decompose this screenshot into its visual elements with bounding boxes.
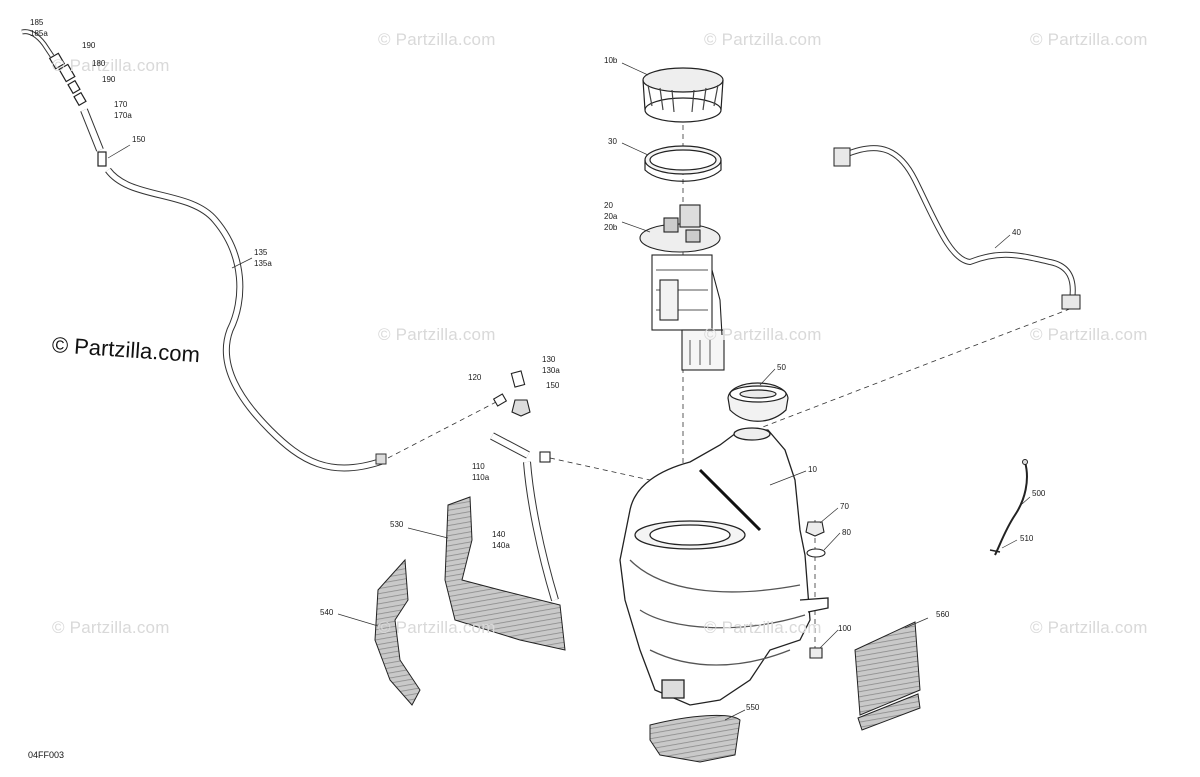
callout-150-b: 150 (546, 381, 560, 390)
heat-shield-550 (649, 714, 741, 763)
watermark-3: © Partzilla.com (704, 30, 822, 49)
callout-510: 510 (1020, 534, 1034, 543)
callout-540: 540 (320, 608, 334, 617)
callout-140: 140 (492, 530, 506, 539)
callout-530: 530 (390, 520, 404, 529)
callout-20: 20 (604, 201, 613, 210)
callout-120: 120 (468, 373, 482, 382)
callout-20b: 20b (604, 223, 618, 232)
fuel-tank (619, 427, 829, 706)
watermark-11: © Partzilla.com (1030, 618, 1148, 637)
callout-110: 110 (472, 462, 485, 471)
callout-50: 50 (777, 363, 786, 372)
callout-135a: 135a (254, 259, 272, 268)
callout-170: 170 (114, 100, 128, 109)
watermark-9: © Partzilla.com (378, 618, 496, 637)
callout-100: 100 (838, 624, 852, 633)
watermark-4: © Partzilla.com (1030, 30, 1148, 49)
callout-550: 550 (746, 703, 760, 712)
watermark-7: © Partzilla.com (1030, 325, 1148, 344)
watermark-10: © Partzilla.com (704, 618, 822, 637)
vent-hose-135 (105, 167, 387, 472)
callout-150-a: 150 (132, 135, 146, 144)
heat-shield-530 (444, 496, 566, 651)
callout-leaders (107, 62, 1031, 721)
callout-185a: 185a (30, 29, 48, 38)
callout-10b: 10b (604, 56, 618, 65)
callout-185: 185 (30, 18, 44, 27)
callout-130: 130 (542, 355, 556, 364)
callout-70: 70 (840, 502, 849, 511)
callout-560: 560 (936, 610, 950, 619)
callout-110a: 110a (472, 473, 490, 482)
callout-10: 10 (808, 465, 817, 474)
callout-180: 180 (92, 59, 106, 68)
callout-500: 500 (1032, 489, 1046, 498)
callout-40: 40 (1012, 228, 1021, 237)
callout-20a: 20a (604, 212, 618, 221)
drawing-code: 04FF003 (28, 750, 65, 760)
heat-shield-540 (374, 558, 421, 706)
lock-ring (642, 67, 724, 123)
callout-30: 30 (608, 137, 617, 146)
callout-170a: 170a (114, 111, 132, 120)
gasket-ring (644, 145, 722, 182)
fuel-cap (727, 382, 789, 422)
breather-fittings (490, 370, 559, 602)
watermark-2: © Partzilla.com (378, 30, 496, 49)
callout-80: 80 (842, 528, 851, 537)
fuel-pump-module (639, 204, 725, 371)
callout-135: 135 (254, 248, 268, 257)
callout-140a: 140a (492, 541, 510, 550)
watermark-6: © Partzilla.com (704, 325, 822, 344)
callout-190-b: 190 (102, 75, 116, 84)
callout-130a: 130a (542, 366, 560, 375)
wiring-harness (833, 145, 1081, 310)
watermark-1: © Partzilla.com (52, 56, 170, 75)
sensor-wire (989, 459, 1028, 556)
watermark-8: © Partzilla.com (52, 618, 170, 637)
callout-190-a: 190 (82, 41, 96, 50)
vent-hose-fittings (21, 29, 107, 167)
watermark-5: © Partzilla.com (378, 325, 496, 344)
heat-shield-560 (854, 621, 921, 731)
tank-hardware (805, 521, 826, 659)
